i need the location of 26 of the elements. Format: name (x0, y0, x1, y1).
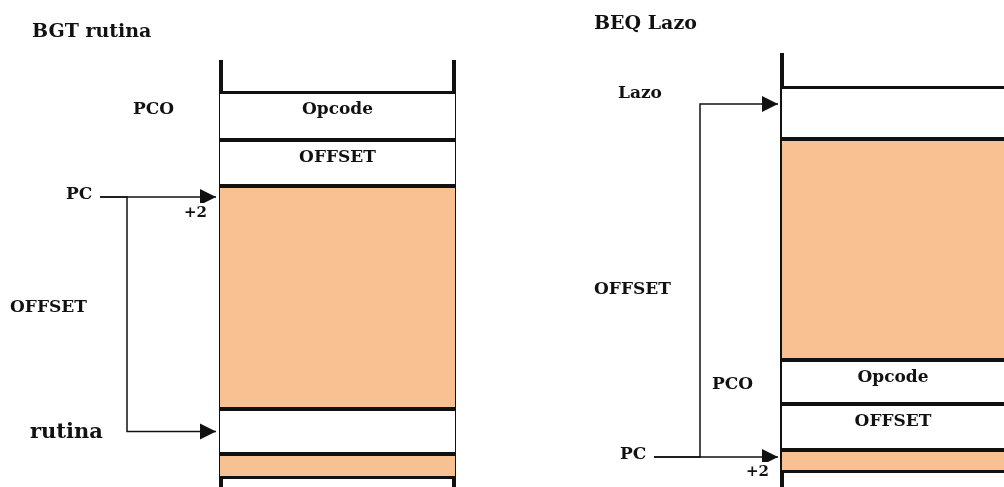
edge-label: OFFSET (10, 297, 87, 315)
memory-cell (782, 449, 1004, 473)
address-label: PCO (133, 98, 175, 118)
address-label: Lazo (618, 82, 662, 102)
memory-cell (220, 453, 455, 479)
memory-cell (220, 91, 455, 141)
cell-text: Opcode (301, 97, 374, 118)
cell-text: Opcode (857, 365, 929, 386)
edge-label: OFFSET (594, 279, 671, 297)
register-label: PC (66, 183, 93, 203)
register-label: PC (620, 443, 647, 463)
panel-heading: BEQ Lazo (594, 12, 697, 32)
cell-text: OFFSET (854, 409, 932, 430)
memory-cell (220, 185, 455, 410)
arrow (653, 96, 779, 458)
memory-cell (220, 408, 455, 455)
arrow (99, 196, 217, 440)
memory-cell (782, 138, 1004, 361)
panel-heading: BGT rutina (32, 20, 152, 40)
memory-cell (782, 86, 1004, 140)
memory-cell (782, 403, 1004, 451)
memory-cell (782, 359, 1004, 405)
cell-text: OFFSET (299, 145, 376, 166)
address-label: rutina (30, 421, 103, 441)
address-label: PCO (712, 373, 754, 393)
memory-cell (220, 139, 455, 187)
